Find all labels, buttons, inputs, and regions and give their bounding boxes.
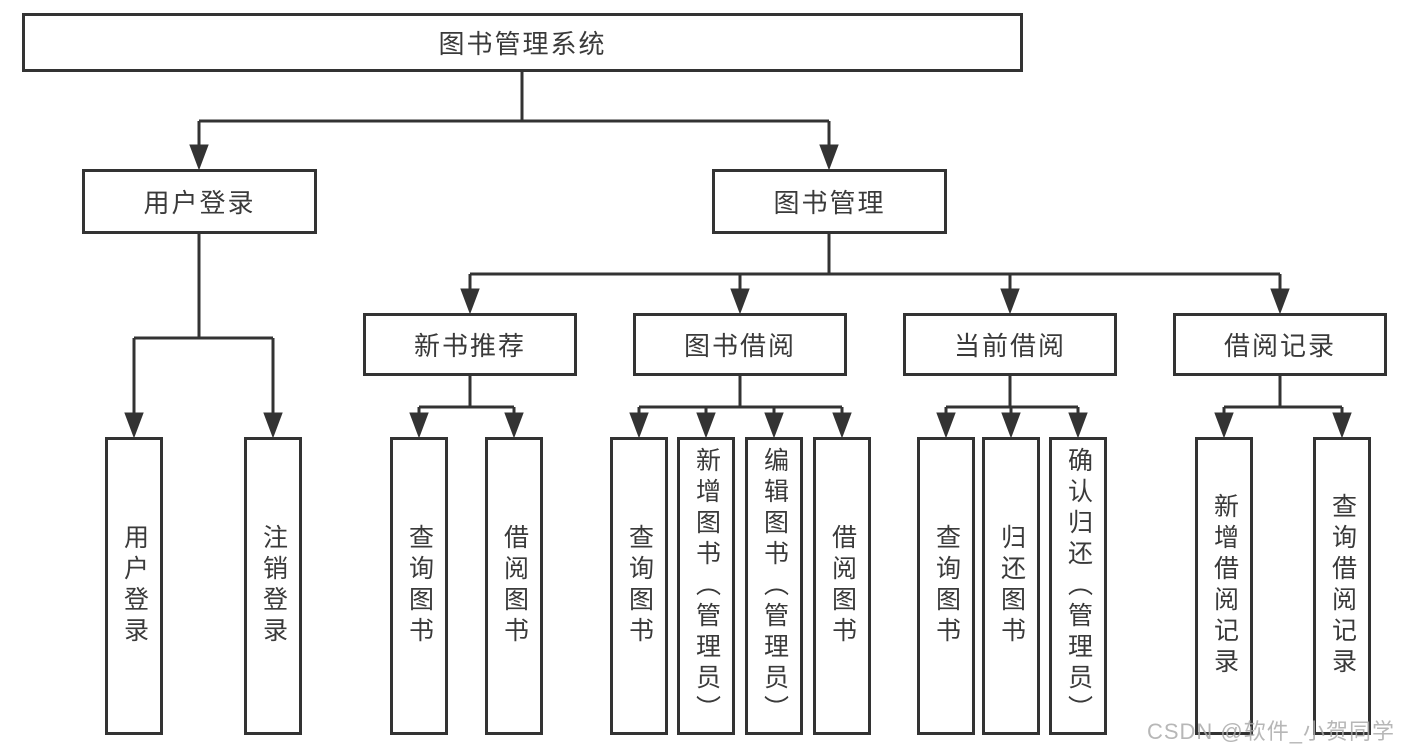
node-return-book: 归还图书 (982, 437, 1040, 735)
node-library-system: 图书管理系统 (22, 13, 1023, 72)
node-borrow-books-recommend-label: 借阅图书 (500, 524, 529, 648)
node-new-book-recommendation-label: 新书推荐 (413, 331, 526, 361)
node-query-books-borrowing: 查询图书 (610, 437, 668, 735)
node-query-borrow-record: 查询借阅记录 (1313, 437, 1371, 735)
node-query-borrow-record-label: 查询借阅记录 (1328, 493, 1357, 679)
node-add-borrow-record: 新增借阅记录 (1195, 437, 1253, 735)
node-borrowing-records-label: 借阅记录 (1223, 331, 1336, 361)
node-user-login-action-label: 用户登录 (120, 524, 149, 648)
node-library-system-label: 图书管理系统 (438, 29, 607, 59)
node-return-book-label: 归还图书 (997, 524, 1026, 648)
node-query-books-current-label: 查询图书 (932, 524, 961, 648)
node-query-books-recommend-label: 查询图书 (405, 524, 434, 648)
node-user-login-action: 用户登录 (105, 437, 163, 735)
node-borrowing-records: 借阅记录 (1173, 313, 1387, 376)
node-logout: 注销登录 (244, 437, 302, 735)
node-book-borrowing-label: 图书借阅 (683, 331, 796, 361)
node-user-login-label: 用户登录 (143, 188, 256, 218)
node-logout-label: 注销登录 (259, 524, 288, 648)
node-query-books-recommend: 查询图书 (390, 437, 448, 735)
node-current-borrowing-label: 当前借阅 (953, 331, 1066, 361)
node-borrow-books-borrowing: 借阅图书 (813, 437, 871, 735)
node-add-book-admin-label: 新增图书（管理员） (692, 446, 721, 726)
node-book-management-label: 图书管理 (773, 188, 886, 218)
node-user-login: 用户登录 (82, 169, 317, 234)
node-query-books-borrowing-label: 查询图书 (625, 524, 654, 648)
node-add-book-admin: 新增图书（管理员） (677, 437, 735, 735)
node-confirm-return-admin-label: 确认归还（管理员） (1064, 446, 1093, 726)
node-confirm-return-admin: 确认归还（管理员） (1049, 437, 1107, 735)
node-borrow-books-borrowing-label: 借阅图书 (828, 524, 857, 648)
node-new-book-recommendation: 新书推荐 (363, 313, 577, 376)
node-add-borrow-record-label: 新增借阅记录 (1210, 493, 1239, 679)
csdn-watermark: CSDN @软件_小贺同学 (1146, 719, 1395, 744)
node-borrow-books-recommend: 借阅图书 (485, 437, 543, 735)
node-edit-book-admin-label: 编辑图书（管理员） (760, 446, 789, 726)
node-book-borrowing: 图书借阅 (633, 313, 847, 376)
node-current-borrowing: 当前借阅 (903, 313, 1117, 376)
node-book-management: 图书管理 (712, 169, 947, 234)
node-edit-book-admin: 编辑图书（管理员） (745, 437, 803, 735)
node-query-books-current: 查询图书 (917, 437, 975, 735)
